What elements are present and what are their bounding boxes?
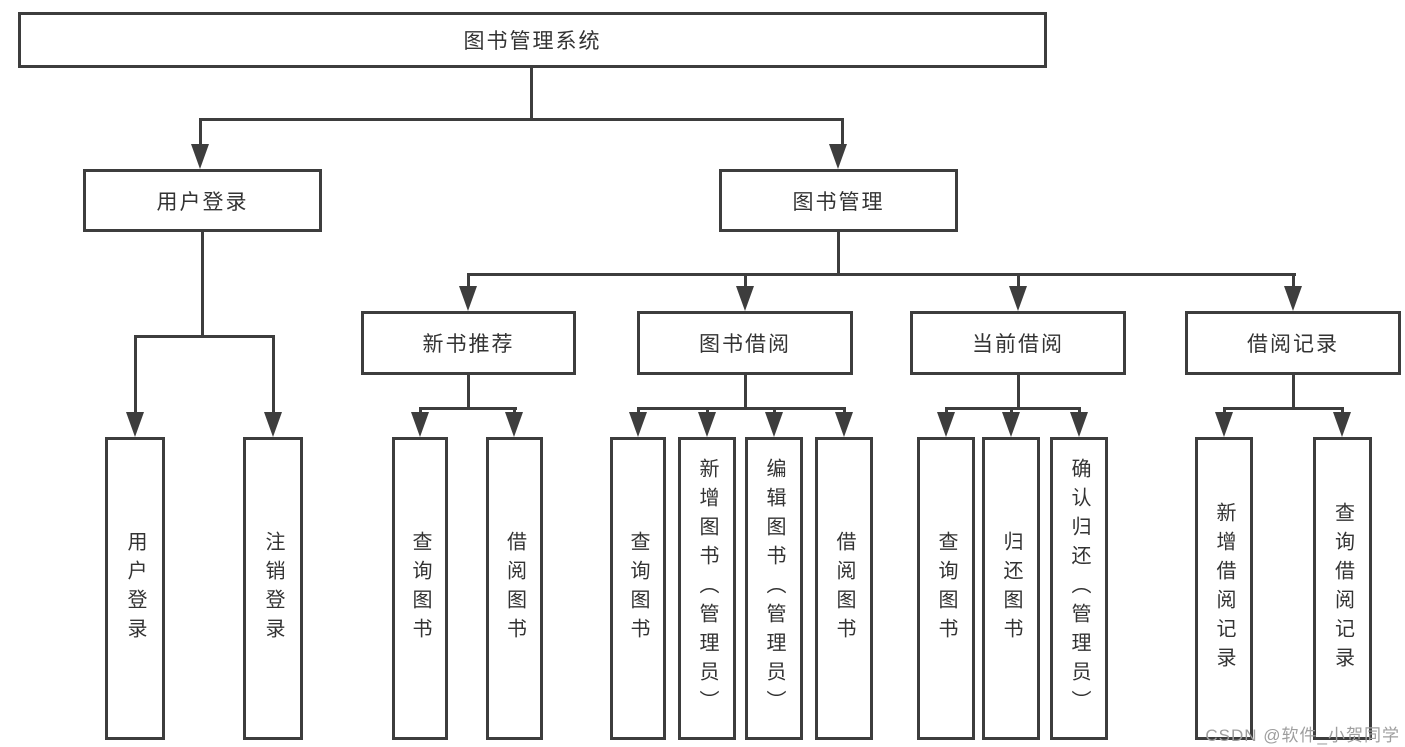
- connector-leaf-drop: [843, 407, 846, 415]
- leaf-current-confirm-return: 确认归还（管理员）: [1050, 437, 1108, 740]
- node-library-management-system: 图书管理系统: [18, 12, 1047, 68]
- connector-leaf-drop: [134, 335, 137, 414]
- connector-current-stem: [1017, 375, 1020, 407]
- node-label: 当前借阅: [972, 333, 1064, 356]
- connector-leaf-drop: [1341, 407, 1344, 415]
- leaf-label: 确认归还（管理员）: [1068, 458, 1090, 719]
- connector-current-rail: [945, 407, 1081, 410]
- arrowhead-leaf: [1215, 412, 1233, 437]
- connector-borrow-stem: [744, 375, 747, 407]
- arrowhead-leaf: [264, 412, 282, 437]
- connector-leaf-drop: [1010, 407, 1013, 415]
- leaf-label: 编辑图书（管理员）: [763, 458, 785, 719]
- arrowhead-book-mgmt: [829, 144, 847, 169]
- csdn-watermark: CSDN @软件_小贺同学: [1205, 726, 1400, 745]
- leaf-label: 借阅图书: [833, 530, 855, 647]
- leaf-label: 借阅图书: [503, 530, 526, 647]
- arrowhead-leaf: [126, 412, 144, 437]
- arrowhead-new-book-rec: [459, 286, 477, 311]
- node-book-management: 图书管理: [719, 169, 958, 232]
- connector-level2-rail: [199, 118, 844, 121]
- connector-user-login-drop: [199, 118, 202, 146]
- connector-leaf-drop: [773, 407, 776, 415]
- connector-borrow-rail: [637, 407, 846, 410]
- leaf-records-add-record: 新增借阅记录: [1195, 437, 1253, 740]
- leaf-user-login: 用户登录: [105, 437, 165, 740]
- connector-leaf-drop: [637, 407, 640, 415]
- connector-level3-drop: [744, 273, 747, 289]
- arrowhead-leaf: [411, 412, 429, 437]
- connector-leaf-drop: [1078, 407, 1081, 415]
- connector-leaf-drop: [272, 335, 275, 414]
- node-current-borrowing: 当前借阅: [910, 311, 1126, 375]
- node-label: 图书管理系统: [463, 30, 602, 53]
- arrowhead-leaf: [835, 412, 853, 437]
- leaf-current-query-books: 查询图书: [917, 437, 975, 740]
- arrowhead-leaf: [505, 412, 523, 437]
- node-label: 借阅记录: [1247, 333, 1339, 356]
- leaf-logout: 注销登录: [243, 437, 303, 740]
- connector-book-mgmt-stem: [837, 232, 840, 273]
- arrowhead-current-borrow: [1009, 286, 1027, 311]
- leaf-label: 查询借阅记录: [1331, 501, 1354, 676]
- connector-records-stem: [1292, 375, 1295, 407]
- leaf-label: 用户登录: [124, 530, 146, 647]
- arrowhead-leaf: [765, 412, 783, 437]
- connector-level3-rail: [467, 273, 1296, 276]
- node-label: 图书借阅: [699, 333, 791, 356]
- connector-leaf-drop: [945, 407, 948, 415]
- leaf-borrow-edit-books: 编辑图书（管理员）: [745, 437, 803, 740]
- arrowhead-leaf: [629, 412, 647, 437]
- node-label: 新书推荐: [422, 333, 515, 356]
- connector-user-login-rail: [134, 335, 275, 338]
- node-borrow-records: 借阅记录: [1185, 311, 1401, 375]
- connector-records-rail: [1223, 407, 1344, 410]
- connector-leaf-drop: [1223, 407, 1226, 415]
- leaf-label: 注销登录: [262, 530, 284, 647]
- connector-rec-rail: [419, 407, 517, 410]
- arrowhead-leaf: [698, 412, 716, 437]
- connector-user-login-stem: [201, 232, 204, 335]
- connector-leaf-drop: [513, 407, 516, 415]
- arrowhead-leaf: [1002, 412, 1020, 437]
- connector-book-mgmt-drop: [841, 118, 844, 146]
- leaf-borrow-query-books: 查询图书: [610, 437, 666, 740]
- node-label: 用户登录: [156, 190, 249, 214]
- connector-root-stem: [530, 68, 533, 118]
- connector-level3-drop: [1017, 273, 1020, 289]
- arrowhead-leaf: [937, 412, 955, 437]
- leaf-current-return-books: 归还图书: [982, 437, 1040, 740]
- node-book-borrowing: 图书借阅: [637, 311, 853, 375]
- leaf-records-query-record: 查询借阅记录: [1313, 437, 1372, 740]
- connector-level3-drop: [1292, 273, 1295, 289]
- node-label: 图书管理: [792, 190, 885, 214]
- connector-leaf-drop: [706, 407, 709, 415]
- leaf-borrow-add-books: 新增图书（管理员）: [678, 437, 736, 740]
- leaf-label: 查询图书: [935, 530, 957, 647]
- leaf-label: 查询图书: [409, 530, 431, 647]
- node-user-login-branch: 用户登录: [83, 169, 322, 232]
- connector-level3-drop: [467, 273, 470, 289]
- leaf-label: 归还图书: [1000, 530, 1022, 647]
- arrowhead-leaf: [1333, 412, 1351, 437]
- leaf-label: 查询图书: [627, 530, 649, 647]
- leaf-rec-query-books: 查询图书: [392, 437, 448, 740]
- arrowhead-book-borrow: [736, 286, 754, 311]
- connector-rec-stem: [467, 375, 470, 407]
- leaf-rec-borrow-books: 借阅图书: [486, 437, 543, 740]
- leaf-label: 新增图书（管理员）: [696, 458, 718, 719]
- node-new-book-recommend: 新书推荐: [361, 311, 576, 375]
- connector-leaf-drop: [419, 407, 422, 415]
- leaf-borrow-borrow-books: 借阅图书: [815, 437, 873, 740]
- arrowhead-leaf: [1070, 412, 1088, 437]
- leaf-label: 新增借阅记录: [1213, 501, 1235, 676]
- arrowhead-borrow-records: [1284, 286, 1302, 311]
- arrowhead-user-login: [191, 144, 209, 169]
